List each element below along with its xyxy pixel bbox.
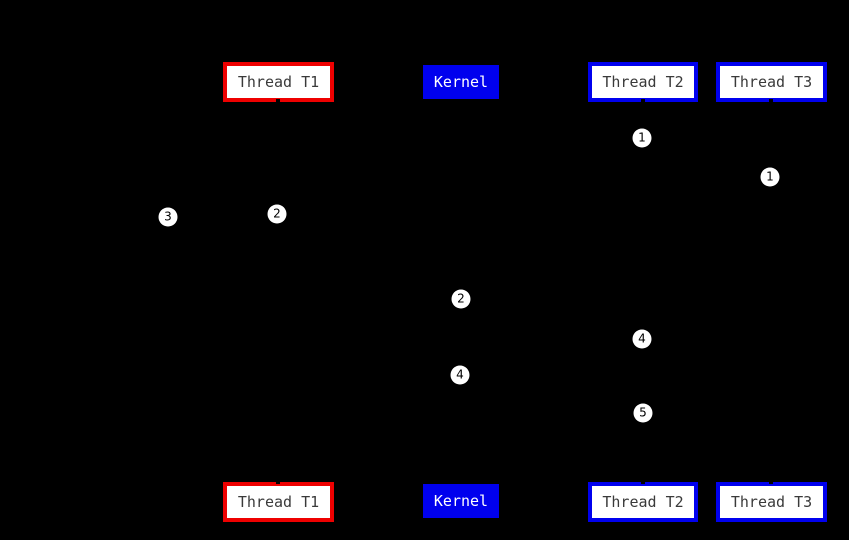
kernel-bottom-box: Kernel [423, 484, 499, 518]
thread-t2-top-box: Thread T2 [588, 62, 698, 102]
lifeline-notch [769, 480, 773, 484]
lifeline-notch [276, 99, 280, 103]
kernel-top-box: Kernel [423, 65, 499, 99]
thread-t3-bottom-box: Thread T3 [716, 482, 827, 522]
sequence-marker-circle: 4 [450, 365, 470, 385]
sequence-marker-circle: 1 [632, 128, 652, 148]
lifeline-notch [641, 99, 645, 103]
sequence-marker-circle: 4 [632, 329, 652, 349]
thread-t1-bottom-box: Thread T1 [223, 482, 334, 522]
lifeline-notch [641, 480, 645, 484]
sequence-marker-circle: 2 [267, 204, 287, 224]
thread-t2-bottom-box: Thread T2 [588, 482, 698, 522]
sequence-marker-circle: 1 [760, 167, 780, 187]
lifeline-notch [769, 99, 773, 103]
thread-t1-top-box: Thread T1 [223, 62, 334, 102]
thread-t3-top-box: Thread T3 [716, 62, 827, 102]
sequence-marker-circle: 5 [633, 403, 653, 423]
lifeline-notch [276, 480, 280, 484]
sequence-marker-circle: 2 [451, 289, 471, 309]
sequence-marker-circle: 3 [158, 207, 178, 227]
